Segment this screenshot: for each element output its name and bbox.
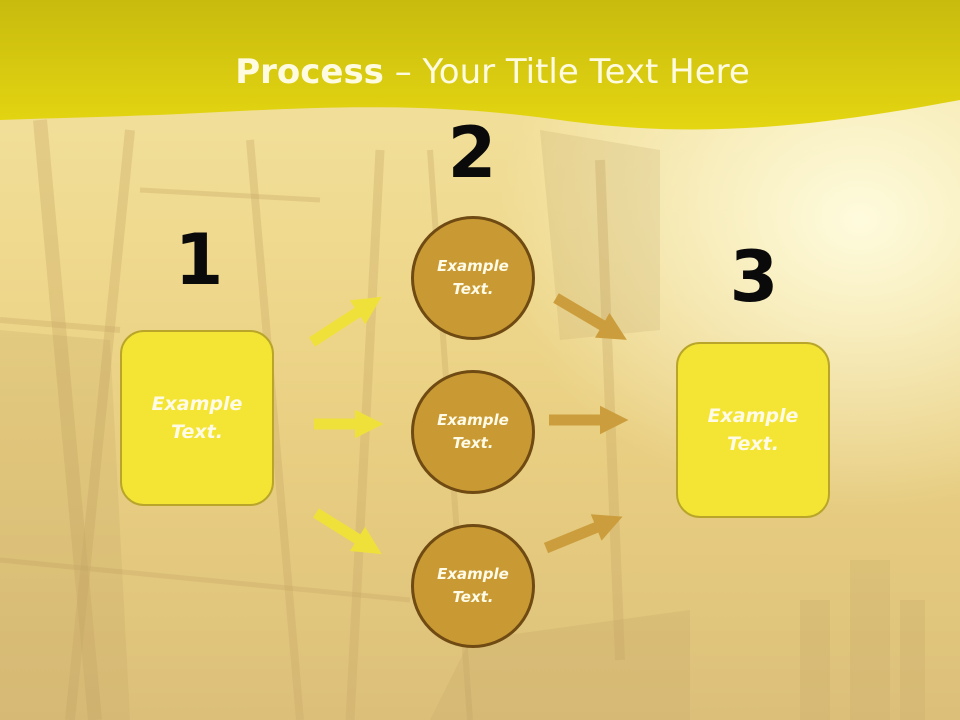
title-banner xyxy=(0,0,960,130)
step-number-2: 2 xyxy=(447,112,497,194)
step-number-3: 3 xyxy=(729,236,779,318)
step-1-text-line2: Text. xyxy=(171,421,223,443)
step-3-text-line2: Text. xyxy=(727,433,779,455)
page-title: Process – Your Title Text Here xyxy=(0,52,960,92)
circle-bottom-line1: Example xyxy=(437,564,509,583)
step-number-1: 1 xyxy=(174,219,224,301)
step-1-text-line1: Example xyxy=(151,392,243,415)
circle-middle-line1: Example xyxy=(437,410,509,429)
circle-bottom-line2: Text. xyxy=(452,588,494,606)
title-bold: Process xyxy=(235,52,384,92)
circle-top-line1: Example xyxy=(437,256,509,275)
circle-top-line2: Text. xyxy=(452,280,494,298)
circle-middle-line2: Text. xyxy=(452,434,494,452)
step-3-text-line1: Example xyxy=(707,404,799,427)
title-rest: – Your Title Text Here xyxy=(383,52,750,92)
